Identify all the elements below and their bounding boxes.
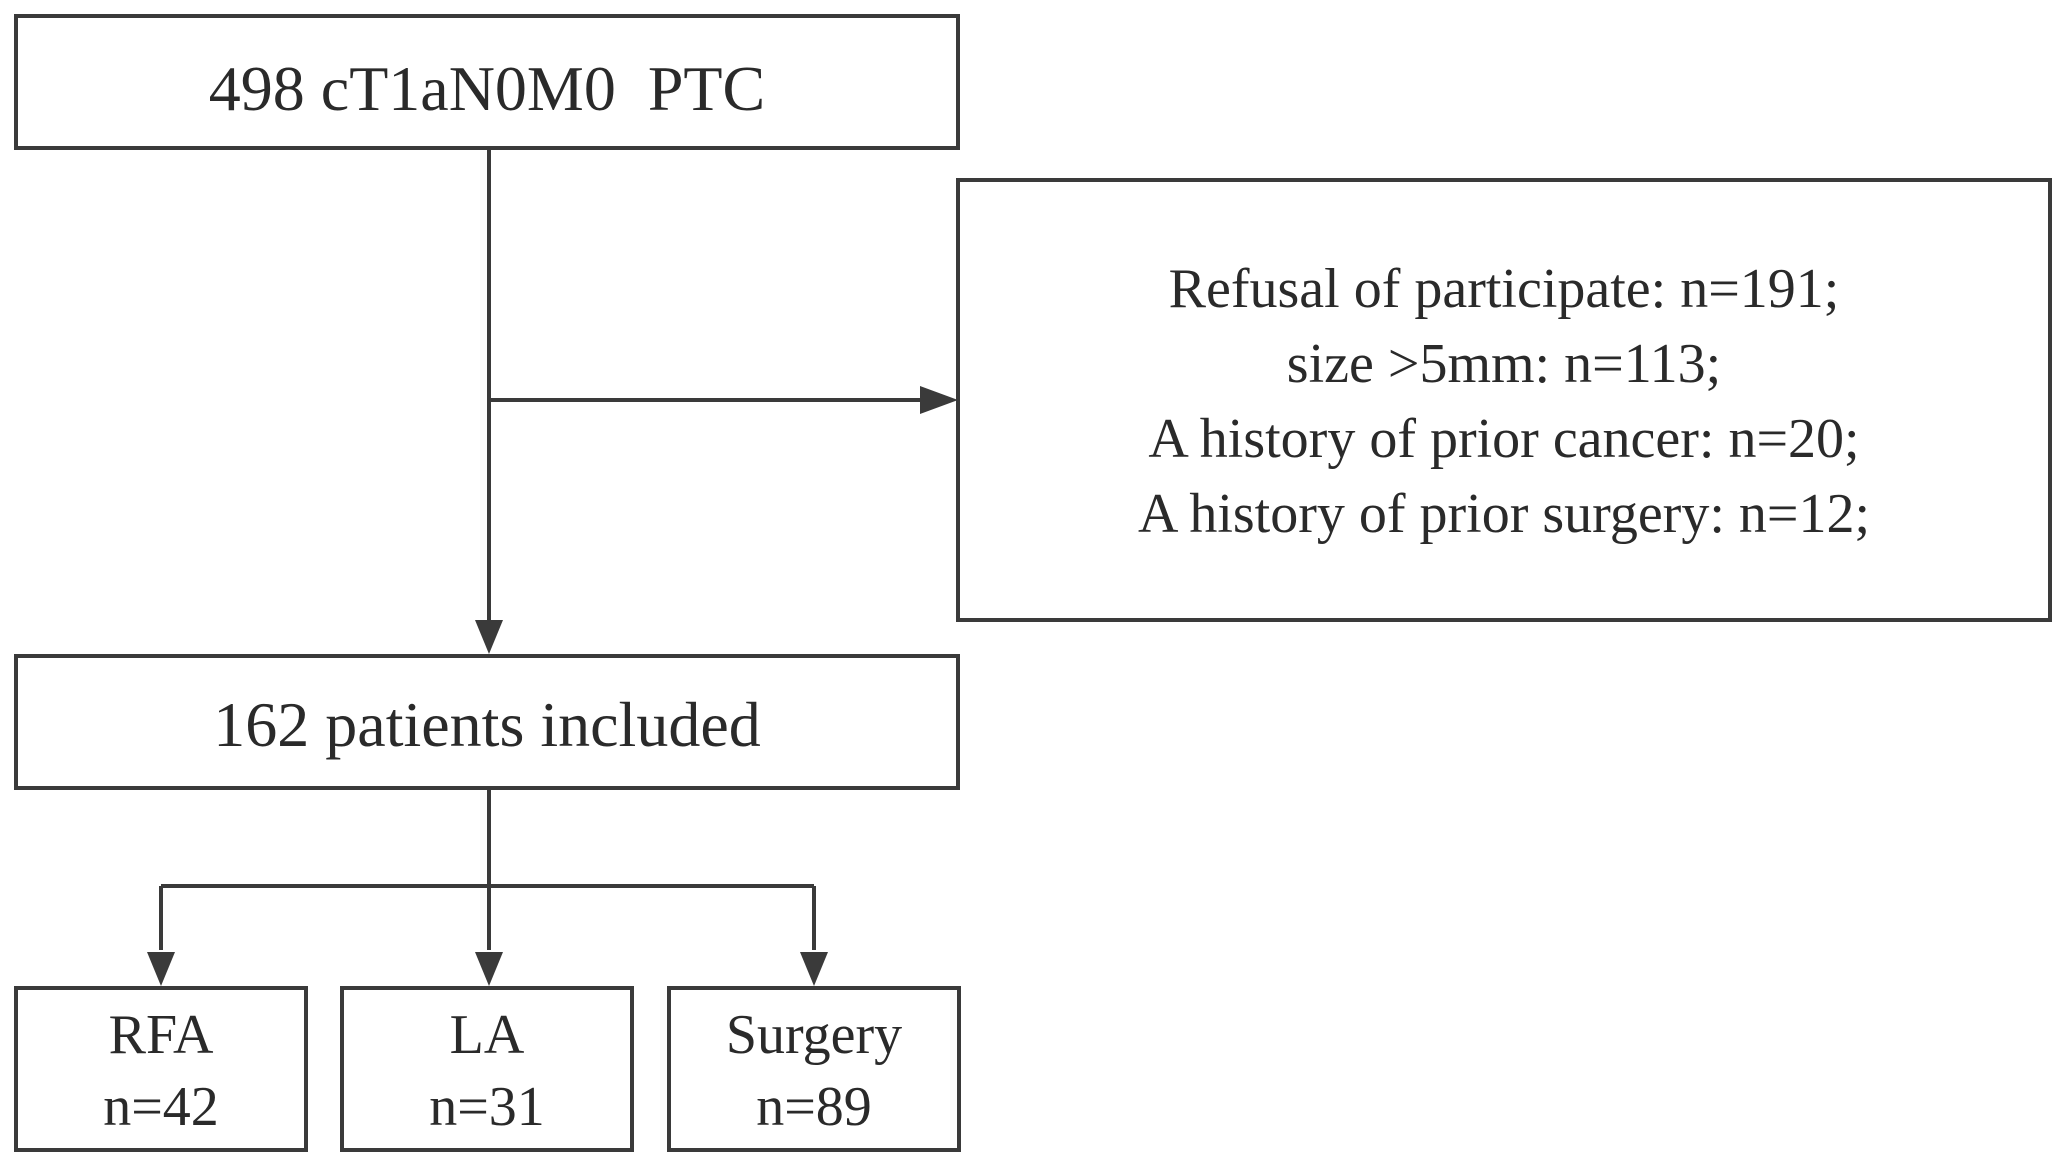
arrow-down-to-rfa [147,952,175,986]
arrowheads [147,386,958,986]
exclusion-box: Refusal of participate: n=191; size >5mm… [956,178,2052,622]
arrow-down-to-included [475,620,503,654]
group-name-surgery: Surgery [726,1004,902,1066]
exclusion-line-2: size >5mm: n=113; [1287,333,1721,395]
group-name-la: LA [450,1004,525,1066]
group-count-rfa: n=42 [103,1076,219,1138]
included-box-label: 162 patients included [213,689,760,760]
top-box: 498 cT1aN0M0 PTC [14,14,960,150]
group-count-surgery: n=89 [756,1076,872,1138]
exclusion-line-1: Refusal of participate: n=191; [1169,258,1840,320]
arrow-down-to-surgery [800,952,828,986]
group-name-rfa: RFA [109,1004,214,1066]
arrow-right-to-exclusion [920,386,958,414]
exclusion-line-4: A history of prior surgery: n=12; [1138,483,1870,545]
group-box-surgery: Surgery n=89 [667,986,961,1152]
arrow-down-to-la [475,952,503,986]
connectors [159,148,926,950]
top-box-label: 498 cT1aN0M0 PTC [209,53,765,124]
included-box: 162 patients included [14,654,960,790]
group-box-rfa: RFA n=42 [14,986,308,1152]
group-box-la: LA n=31 [340,986,634,1152]
exclusion-line-3: A history of prior cancer: n=20; [1148,408,1859,470]
group-count-la: n=31 [429,1076,545,1138]
